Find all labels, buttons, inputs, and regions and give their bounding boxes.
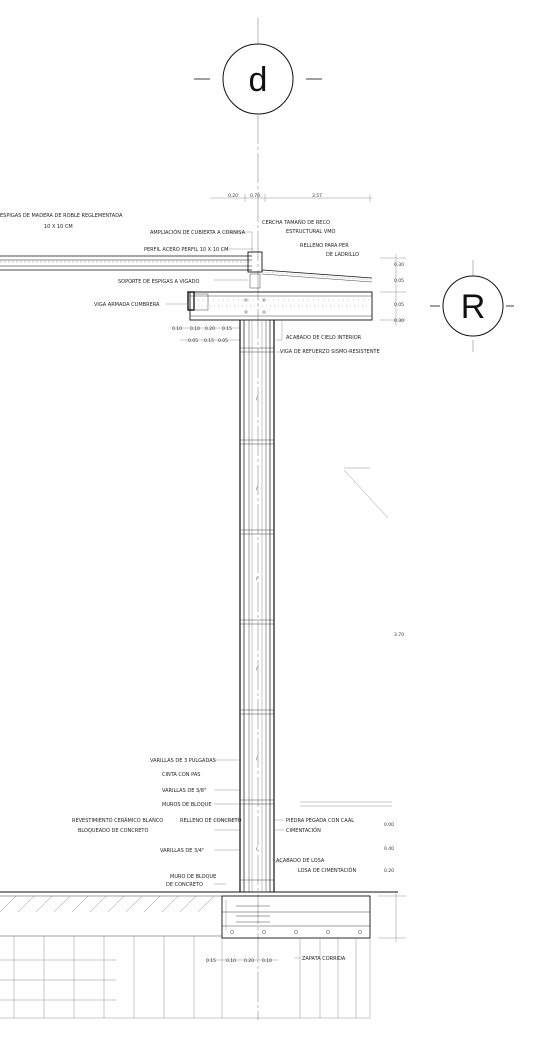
dim-label: 0.30	[394, 318, 404, 324]
callout-leaders	[166, 231, 300, 959]
callout-label: ZAPATA CORRIDA	[302, 956, 346, 962]
dim-label: 0.00	[384, 822, 394, 828]
callout-label: LOSA DE CIMENTACIÓN	[298, 867, 356, 874]
dim-label: 0.20	[384, 868, 394, 874]
svg-text:/: /	[256, 576, 258, 582]
dim-label: 0.20	[205, 326, 215, 332]
callout-label: CINTA CON PAS	[162, 772, 200, 778]
svg-text:/: /	[256, 666, 258, 672]
svg-text:/: /	[256, 396, 258, 402]
callout-label: RELLENO DE CONCRETO	[180, 818, 242, 824]
dim-label: 0.70	[250, 193, 260, 199]
callout-label: CERCHA TAMAÑO DE RECO	[262, 219, 330, 226]
top-dimension-chain: 0.20 0.70 3.57	[210, 193, 372, 202]
wall-bond-beams	[240, 347, 274, 881]
dim-label: 0.20	[244, 958, 254, 964]
axis-marker-r: R	[430, 260, 514, 352]
block-wall: / / / / / /	[239, 320, 275, 892]
callout-label: RELLENO PARA PER	[300, 243, 349, 249]
callout-label: 10 X 10 CM	[44, 224, 73, 230]
callout-label: AMPLIACIÓN DE CUBIERTA A CORNISA	[150, 229, 246, 236]
dim-label: 3.57	[312, 193, 322, 199]
dim-label: 0.05	[394, 278, 404, 284]
callout-label: ESTRUCTURAL VMO	[286, 229, 336, 235]
callout-label: MUROS DE BLOQUE	[162, 802, 211, 808]
callout-label: DE LADRILLO	[326, 252, 359, 258]
dim-label: 0.10	[172, 326, 182, 332]
dim-label: 0.10	[190, 326, 200, 332]
callout-label: MURO DE BLOQUE	[170, 874, 216, 880]
callout-label: REVESTIMIENTO CERÁMICO BLANCO	[72, 817, 163, 824]
svg-text:/: /	[256, 846, 258, 852]
dim-label: 0.15	[206, 958, 216, 964]
callout-label: SOPORTE DE ESPIGAS A VIGADO	[118, 279, 200, 285]
svg-text:/: /	[256, 756, 258, 762]
ceiling-slab	[187, 291, 373, 321]
callout-labels: ESPIGAS DE MADERA DE ROBLE REGLEMENTADA …	[0, 213, 380, 962]
callout-label: ESPIGAS DE MADERA DE ROBLE REGLEMENTADA	[0, 213, 123, 219]
dim-label: 0.40	[384, 846, 394, 852]
callout-label: VIGA DE REFUERZO SISMO-RESISTENTE	[280, 349, 380, 355]
dim-label: 0.05	[394, 302, 404, 308]
dim-label: 0.15	[222, 326, 232, 332]
callout-label: DE CONCRETO	[166, 882, 203, 888]
dim-label: 0.15	[204, 338, 214, 344]
callout-label: VARILLAS DE 3 PULGADAS	[150, 758, 216, 764]
callout-label: PIEDRA PEGADA CON CAAL	[286, 818, 354, 824]
dim-label: 0.20	[228, 193, 238, 199]
dim-label: 0.30	[394, 262, 404, 268]
dim-label: 0.05	[188, 338, 198, 344]
ground-and-foundation: 0.15 0.10 0.20 0.10	[0, 891, 406, 1019]
callout-label: PERFIL ACERO PERFIL 10 X 10 CM	[144, 247, 228, 253]
callout-label: VARILLAS DE 3/8"	[162, 788, 206, 794]
callout-label: ACABADO DE LOSA	[276, 858, 325, 864]
callout-label: VARILLAS DE 3/4"	[160, 848, 204, 854]
axis-label-r: R	[461, 288, 486, 326]
dim-label: 0.05	[218, 338, 228, 344]
callout-label: CIMENTACIÓN	[286, 827, 321, 834]
slab-dimension-chain: 0.10 0.10 0.20 0.15 0.05 0.15 0.05	[172, 326, 240, 344]
dim-label: 0.10	[262, 958, 272, 964]
right-elevation-line: 3.70 0.00 0.40 0.20	[300, 467, 404, 874]
axis-marker-d: d	[194, 18, 322, 115]
dim-label: 0.10	[226, 958, 236, 964]
callout-label: ACABADO DE CIELO INTERIOR	[286, 335, 362, 341]
roof-eave	[0, 251, 373, 289]
svg-text:/: /	[256, 486, 258, 492]
callout-label: VIGA ARMADA CUMBRERA	[94, 302, 160, 308]
right-level-marks: 0.30 0.05 0.05 0.30	[380, 254, 406, 326]
axis-label-d: d	[249, 61, 268, 99]
callout-label: BLOQUEADO DE CONCRETO	[78, 828, 148, 834]
dim-label: 3.70	[394, 632, 404, 638]
